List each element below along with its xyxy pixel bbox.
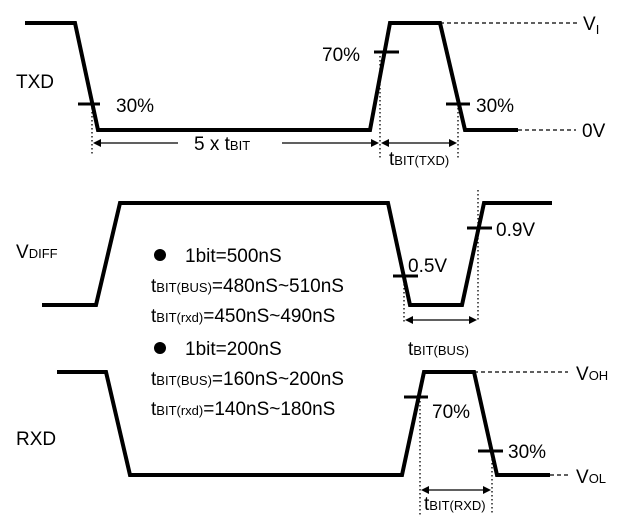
rxd-vol-label: VOL <box>576 467 606 488</box>
rxd-label: RXD <box>16 429 56 450</box>
txd-fall-30pct-label: 30% <box>476 96 514 117</box>
spec-bullet-2 <box>154 342 166 354</box>
txd-0v-label: 0V <box>582 121 606 142</box>
spec-line-4: tBIT(rxd)=140nS~180nS <box>151 399 335 420</box>
rxd-tbit-arrowhead-right <box>483 486 491 494</box>
txd-tbit-label: tBIT(TXD) <box>389 149 449 170</box>
vdiff-tbit-arrowhead-right <box>469 316 477 324</box>
txd-label: TXD <box>16 72 54 93</box>
vdiff-waveform <box>42 201 552 307</box>
txd-waveform <box>25 21 518 132</box>
txd-70pct-label: 70% <box>322 45 360 66</box>
rxd-70pct-label: 70% <box>432 402 470 423</box>
txd-span-label-bg <box>178 133 282 153</box>
vdiff-label: VDIFF <box>16 242 58 263</box>
txd-span-arrowhead-right <box>371 139 379 147</box>
spec-line-3: tBIT(BUS)=160nS~200nS <box>151 369 344 390</box>
vdiff-0p5v-label: 0.5V <box>408 256 447 277</box>
txd-vi-label: VI <box>583 14 599 37</box>
txd-span-label: 5 x tBIT <box>194 134 250 155</box>
txd-tbit-arrowhead-left <box>381 139 389 147</box>
spec-line-2: tBIT(rxd)=450nS~490nS <box>151 306 335 327</box>
rxd-tbit-label: tBIT(RXD) <box>424 494 486 515</box>
txd-span-arrowhead-left <box>93 139 101 147</box>
spec-bullet-2-text: 1bit=200nS <box>185 339 282 360</box>
rxd-waveform <box>57 370 550 477</box>
rxd-30pct-label: 30% <box>508 442 546 463</box>
spec-bullet-1-text: 1bit=500nS <box>185 246 282 267</box>
vdiff-tbit-label: tBIT(BUS) <box>408 339 469 360</box>
txd-30pct-label: 30% <box>116 96 154 117</box>
rxd-tbit-arrowhead-left <box>421 486 429 494</box>
spec-line-1: tBIT(BUS)=480nS~510nS <box>151 276 344 297</box>
spec-bullet-1 <box>154 249 166 261</box>
vdiff-tbit-arrowhead-left <box>405 316 413 324</box>
txd-tbit-arrowhead-right <box>449 139 457 147</box>
rxd-voh-label: VOH <box>576 364 608 385</box>
vdiff-0p9v-label: 0.9V <box>496 220 535 241</box>
